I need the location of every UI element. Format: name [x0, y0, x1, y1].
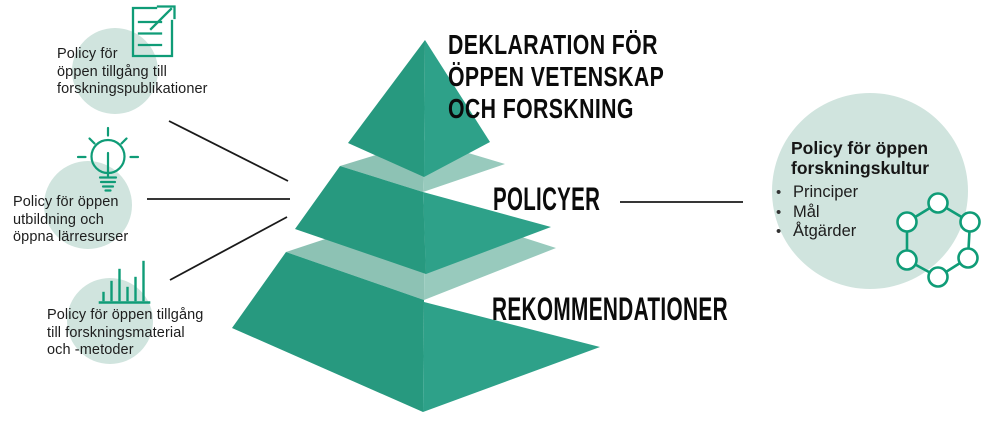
right-card-title: Policy för öppen forskningskultur — [791, 138, 930, 178]
top-face-left — [348, 40, 425, 177]
bar-chart-icon — [98, 260, 151, 304]
right-card-bullet-item: • Principer — [776, 183, 858, 203]
connector-line-materials — [169, 216, 288, 281]
right-card-bullet-item: • Mål — [776, 203, 858, 223]
bullet-dot-icon: • — [776, 203, 782, 221]
pyramid-top-tier — [348, 40, 490, 177]
right-card-circle — [772, 93, 968, 289]
right-card-bullet-item: • Åtgärder — [776, 222, 858, 242]
document-export-icon — [131, 5, 176, 58]
pyramid-bottom-label: REKOMMENDATIONER — [492, 291, 728, 327]
left-item-label-materials: Policy för öppen tillgång till forskning… — [47, 307, 204, 358]
bullet-dot-icon: • — [776, 184, 782, 201]
bottom-face-left — [232, 252, 424, 412]
bullet-label: Principer — [793, 183, 859, 201]
connector-line-publications — [168, 120, 289, 182]
left-item-label-publications: Policy för öppen tillgång till forskning… — [57, 46, 208, 97]
pyramid-middle-label: POLICYER — [493, 181, 601, 217]
middle-face-left — [295, 166, 426, 274]
bullet-label: Åtgärder — [793, 222, 857, 240]
right-card-bullet-list: • Principer • Mål • Åtgärder — [776, 183, 858, 242]
top-face-right — [424, 40, 490, 177]
bullet-label: Mål — [793, 202, 820, 221]
middle-face-right — [423, 192, 551, 274]
left-item-label-education: Policy för öppen utbildning och öppna lä… — [13, 194, 129, 245]
lightbulb-icon — [76, 126, 140, 192]
bullet-dot-icon: • — [776, 223, 782, 240]
pyramid-top-label: DEKLARATION FÖR ÖPPEN VETENSKAP OCH FORS… — [448, 29, 665, 124]
bottom-face-right — [423, 302, 600, 412]
network-icon — [896, 192, 981, 288]
connector-lines — [147, 120, 743, 281]
item-circle-publications — [72, 28, 158, 114]
item-circle-materials — [67, 278, 153, 364]
